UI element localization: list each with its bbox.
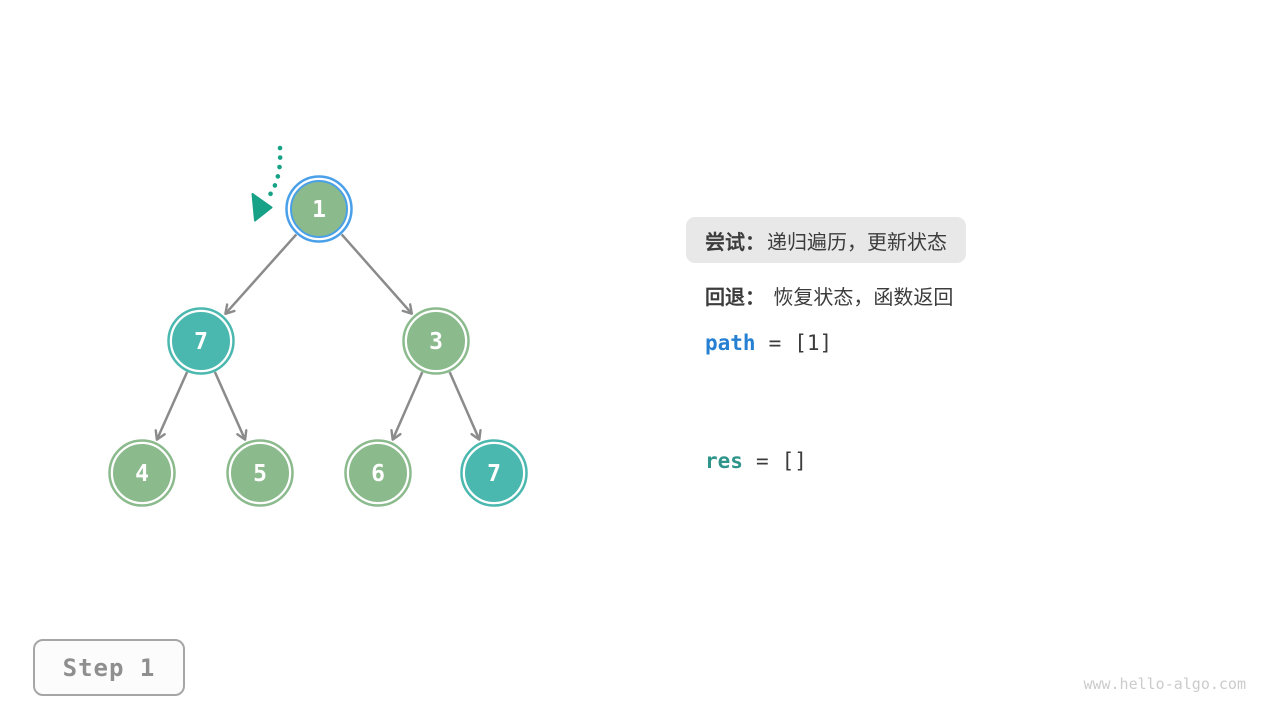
node-value: 5 <box>253 461 267 487</box>
node-value: 7 <box>194 329 208 355</box>
edge-1-3 <box>340 233 414 315</box>
res-value: [] <box>781 449 807 473</box>
edge-1-7 <box>224 233 298 315</box>
backtrack-label: 回退： <box>705 285 765 309</box>
tree-edges <box>154 233 482 441</box>
step-badge: Step 1 <box>33 639 185 696</box>
edge-7-5 <box>213 371 248 441</box>
tree-node-6: 6 <box>344 439 412 507</box>
edge-7-4 <box>154 371 189 441</box>
res-equals: = <box>755 449 769 473</box>
node-value: 1 <box>312 197 326 223</box>
backtrack-text: 恢复状态，函数返回 <box>773 285 954 309</box>
res-variable: res <box>705 449 743 473</box>
tree-node-1-current: 1 <box>285 175 353 243</box>
try-label: 尝试： <box>705 229 765 254</box>
backtrack-line: 回退： 恢复状态，函数返回 <box>705 281 953 310</box>
tree-node-3: 3 <box>402 307 470 375</box>
tree-node-7-right: 7 <box>460 439 528 507</box>
path-state-line: path = [1] <box>705 331 832 355</box>
res-state-line: res = [] <box>705 449 807 473</box>
edge-3-7 <box>448 371 482 441</box>
pointer-arrowhead-icon <box>251 193 273 222</box>
current-ring <box>285 175 353 243</box>
current-node-pointer <box>251 145 283 222</box>
watermark: www.hello-algo.com <box>1083 675 1246 693</box>
node-value: 7 <box>487 461 501 487</box>
node-value: 3 <box>429 329 443 355</box>
tree-node-4: 4 <box>108 439 176 507</box>
path-equals: = <box>768 331 782 355</box>
pointer-dotted-curve-icon <box>262 145 283 204</box>
tree-node-7-left: 7 <box>167 307 235 375</box>
path-value: [1] <box>794 331 833 355</box>
edge-3-6 <box>390 371 424 441</box>
node-value: 4 <box>135 461 149 487</box>
try-text: 递归遍历，更新状态 <box>767 229 947 254</box>
step-badge-label: Step 1 <box>62 653 156 682</box>
node-value: 6 <box>371 461 385 487</box>
try-callout: 尝试： 递归遍历，更新状态 <box>686 217 966 263</box>
path-variable: path <box>705 331 756 355</box>
tree-node-5: 5 <box>226 439 294 507</box>
